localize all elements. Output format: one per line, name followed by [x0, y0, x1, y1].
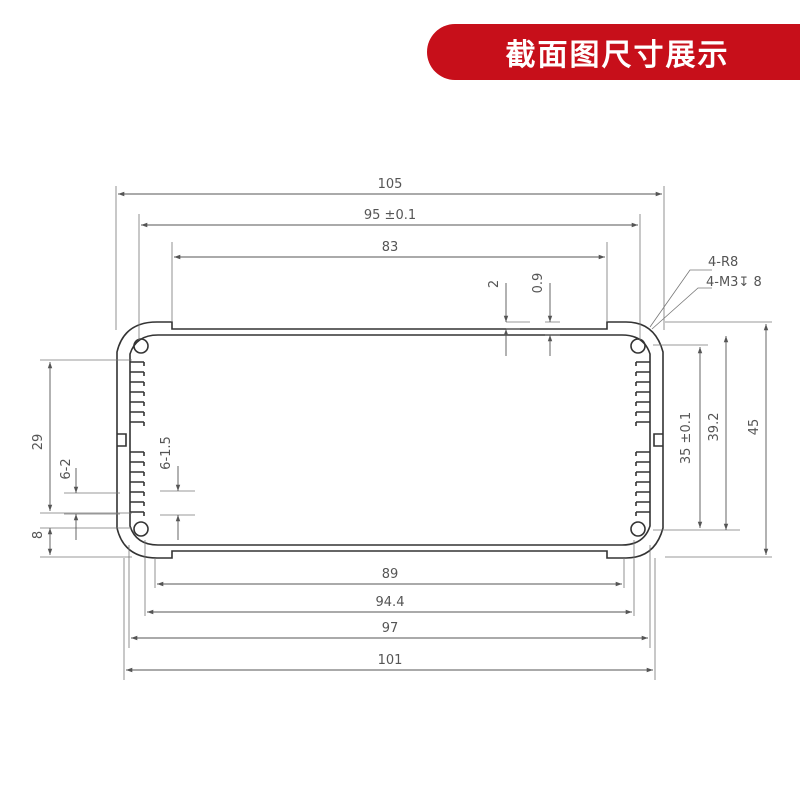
label-101: 101	[378, 653, 403, 668]
screw-hole-bottom-right	[630, 521, 646, 537]
label-radius: 4-R8	[708, 255, 738, 270]
label-89: 89	[382, 567, 399, 582]
left-fins	[117, 361, 145, 516]
screw-hole-bottom-left	[133, 521, 149, 537]
label-35: 35 ±0.1	[679, 412, 694, 464]
right-fins	[635, 361, 663, 516]
label-95: 95 ±0.1	[364, 208, 416, 223]
screw-holes	[133, 338, 646, 537]
extension-lines	[40, 186, 772, 680]
label-97: 97	[382, 621, 399, 636]
label-6-1-5: 6-1.5	[159, 436, 174, 470]
inner-contour	[129, 334, 651, 546]
label-29: 29	[31, 434, 46, 451]
dimension-labels: 105 95 ±0.1 83 2 0.9 4-R8 4-M3↧ 8 29 6-2…	[31, 177, 762, 668]
label-0-9: 0.9	[531, 273, 546, 294]
label-105: 105	[378, 177, 403, 192]
title-banner: 截面图尺寸展示	[427, 24, 800, 80]
label-83: 83	[382, 240, 399, 255]
dimension-lines	[47, 191, 769, 673]
screw-hole-top-left	[133, 338, 149, 354]
label-thread: 4-M3↧ 8	[706, 275, 762, 290]
enclosure-profile	[116, 321, 664, 559]
banner-title: 截面图尺寸展示	[505, 38, 730, 73]
label-6-2: 6-2	[59, 458, 74, 479]
label-39-2: 39.2	[707, 413, 722, 442]
screw-hole-top-right	[630, 338, 646, 354]
label-45: 45	[747, 419, 762, 436]
label-94-4: 94.4	[376, 595, 405, 610]
outer-contour	[116, 321, 664, 559]
label-2: 2	[487, 280, 502, 288]
label-8: 8	[31, 531, 46, 539]
